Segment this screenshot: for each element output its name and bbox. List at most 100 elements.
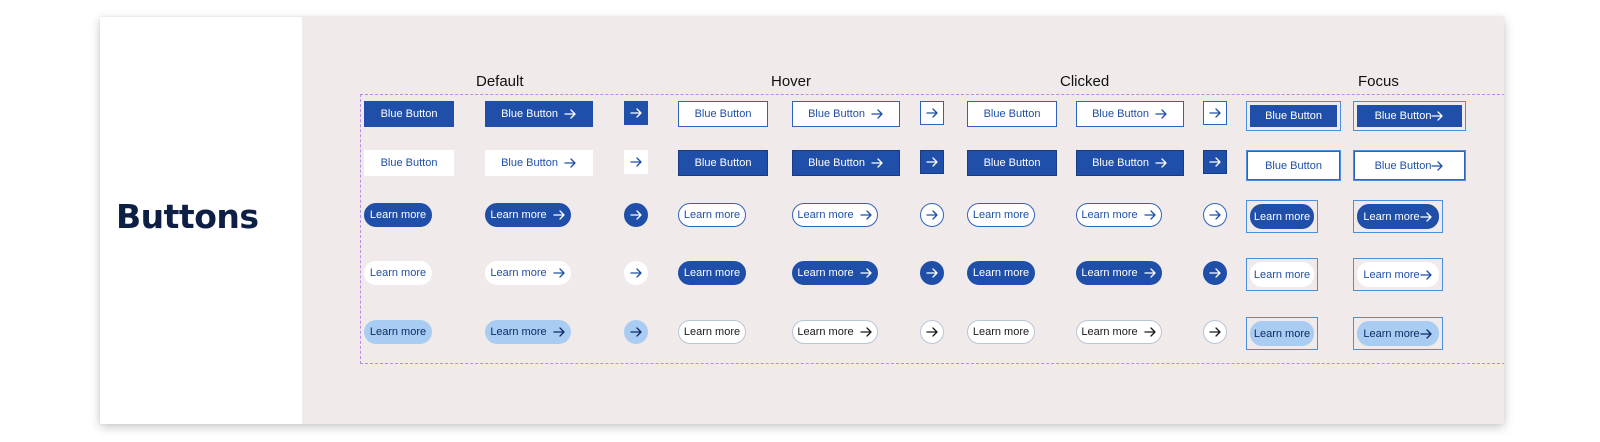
button-label: Learn more [1363, 268, 1420, 281]
button-learn-white-clicked-with-arrow[interactable]: Learn more [1076, 261, 1162, 285]
button-learn-white-focus[interactable]: Learn more [1246, 258, 1318, 291]
button-blue-plain-default-with-arrow[interactable]: Blue Button [485, 150, 593, 176]
arrow-button-learn-white-default[interactable] [624, 261, 648, 285]
button-label: Blue Button [983, 157, 1041, 169]
arrow-right-icon [1208, 268, 1221, 278]
arrow-button-blue-solid-clicked[interactable] [1203, 101, 1227, 125]
button-blue-plain-hover[interactable]: Blue Button [678, 150, 768, 176]
button-blue-solid-default[interactable]: Blue Button [364, 101, 454, 127]
arrow-right-icon [1155, 109, 1167, 119]
button-learn-light-hover-with-arrow[interactable]: Learn more [792, 320, 878, 344]
button-learn-white-clicked[interactable]: Learn more [967, 261, 1035, 285]
button-blue-solid-default-with-arrow[interactable]: Blue Button [485, 101, 593, 127]
button-learn-solid-focus[interactable]: Learn more [1246, 200, 1318, 233]
arrow-button-blue-solid-default[interactable] [624, 101, 648, 125]
button-label: Blue Button [694, 108, 752, 120]
button-blue-solid-clicked-with-arrow[interactable]: Blue Button [1076, 101, 1184, 127]
button-blue-plain-clicked-with-arrow[interactable]: Blue Button [1076, 150, 1184, 176]
arrow-right-icon [859, 210, 872, 220]
arrow-button-learn-light-hover[interactable] [920, 320, 944, 344]
button-label: Learn more [369, 326, 427, 338]
arrow-button-learn-light-default[interactable] [624, 320, 648, 344]
arrow-right-icon [871, 109, 883, 119]
arrow-button-blue-plain-clicked[interactable] [1203, 150, 1227, 174]
button-learn-light-hover[interactable]: Learn more [678, 320, 746, 344]
arrow-button-learn-light-clicked[interactable] [1203, 320, 1227, 344]
button-learn-white-hover-with-arrow[interactable]: Learn more [792, 261, 878, 285]
button-blue-plain-focus[interactable]: Blue Button [1246, 150, 1341, 181]
arrow-right-icon [1143, 268, 1156, 278]
arrow-button-learn-solid-hover[interactable] [920, 203, 944, 227]
button-learn-solid-hover[interactable]: Learn more [678, 203, 746, 227]
arrow-button-learn-white-clicked[interactable] [1203, 261, 1227, 285]
button-label: Blue Button [501, 108, 558, 120]
button-blue-solid-hover[interactable]: Blue Button [678, 101, 768, 127]
arrow-button-learn-solid-clicked[interactable] [1203, 203, 1227, 227]
button-learn-white-default[interactable]: Learn more [364, 261, 432, 285]
arrow-right-icon [1419, 211, 1432, 222]
button-blue-solid-focus[interactable]: Blue Button [1246, 101, 1341, 131]
button-blue-plain-default[interactable]: Blue Button [364, 150, 454, 176]
button-label: Blue Button [983, 108, 1041, 120]
button-learn-light-clicked[interactable]: Learn more [967, 320, 1035, 344]
button-blue-plain-focus-with-arrow[interactable]: Blue Button [1353, 150, 1466, 181]
arrow-right-icon [925, 327, 938, 337]
focus-button-inner: Learn more [1250, 321, 1314, 346]
arrow-right-icon [1208, 327, 1221, 337]
arrow-right-icon [1208, 108, 1221, 118]
button-variants-frame [360, 94, 1504, 364]
button-label: Learn more [490, 209, 547, 221]
button-learn-light-focus[interactable]: Learn more [1246, 317, 1318, 350]
button-label: Blue Button [380, 157, 438, 169]
button-learn-solid-clicked-with-arrow[interactable]: Learn more [1076, 203, 1162, 227]
arrow-right-icon [1155, 158, 1167, 168]
button-learn-solid-focus-with-arrow[interactable]: Learn more [1353, 200, 1443, 233]
button-learn-solid-hover-with-arrow[interactable]: Learn more [792, 203, 878, 227]
arrow-button-blue-plain-hover[interactable] [920, 150, 944, 174]
button-learn-solid-default[interactable]: Learn more [364, 203, 432, 227]
arrow-right-icon [1143, 210, 1156, 220]
button-blue-plain-clicked[interactable]: Blue Button [967, 150, 1057, 176]
button-learn-solid-clicked[interactable]: Learn more [967, 203, 1035, 227]
arrow-right-icon [925, 108, 938, 118]
arrow-right-icon [1143, 327, 1156, 337]
button-label: Learn more [683, 209, 741, 221]
page-title: Buttons [116, 197, 259, 236]
button-learn-light-clicked-with-arrow[interactable]: Learn more [1076, 320, 1162, 344]
button-learn-white-hover[interactable]: Learn more [678, 261, 746, 285]
arrow-button-blue-solid-hover[interactable] [920, 101, 944, 125]
button-learn-light-focus-with-arrow[interactable]: Learn more [1353, 317, 1443, 350]
button-label: Blue Button [1092, 108, 1149, 120]
column-header-default: Default [476, 73, 524, 90]
button-label: Blue Button [1092, 157, 1149, 169]
button-learn-light-default-with-arrow[interactable]: Learn more [485, 320, 571, 344]
button-learn-light-default[interactable]: Learn more [364, 320, 432, 344]
button-blue-plain-hover-with-arrow[interactable]: Blue Button [792, 150, 900, 176]
column-header-focus: Focus [1358, 73, 1399, 90]
focus-button-inner: Blue Button [1357, 105, 1462, 127]
button-learn-white-default-with-arrow[interactable]: Learn more [485, 261, 571, 285]
button-label: Blue Button [1265, 110, 1322, 122]
button-label: Blue Button [501, 157, 558, 169]
buttons-spec-card: Buttons Default Hover Clicked Focus Blue… [100, 17, 1504, 424]
arrow-button-learn-solid-default[interactable] [624, 203, 648, 227]
button-label: Blue Button [1374, 159, 1432, 172]
button-label: Learn more [797, 267, 854, 279]
arrow-right-icon [925, 157, 938, 167]
arrow-button-blue-plain-default[interactable] [624, 150, 648, 174]
button-label: Learn more [683, 326, 741, 338]
focus-button-inner: Blue Button [1250, 105, 1337, 127]
button-label: Learn more [1253, 268, 1311, 281]
column-header-clicked: Clicked [1060, 73, 1110, 90]
button-label: Learn more [1363, 327, 1420, 340]
button-learn-white-focus-with-arrow[interactable]: Learn more [1353, 258, 1443, 291]
arrow-button-learn-white-hover[interactable] [920, 261, 944, 285]
button-blue-solid-hover-with-arrow[interactable]: Blue Button [792, 101, 900, 127]
arrow-right-icon [564, 109, 576, 119]
button-blue-solid-focus-with-arrow[interactable]: Blue Button [1353, 101, 1466, 131]
arrow-right-icon [1419, 269, 1432, 280]
button-blue-solid-clicked[interactable]: Blue Button [967, 101, 1057, 127]
focus-button-inner: Blue Button [1247, 151, 1340, 180]
focus-button-inner: Blue Button [1354, 151, 1465, 180]
button-learn-solid-default-with-arrow[interactable]: Learn more [485, 203, 571, 227]
